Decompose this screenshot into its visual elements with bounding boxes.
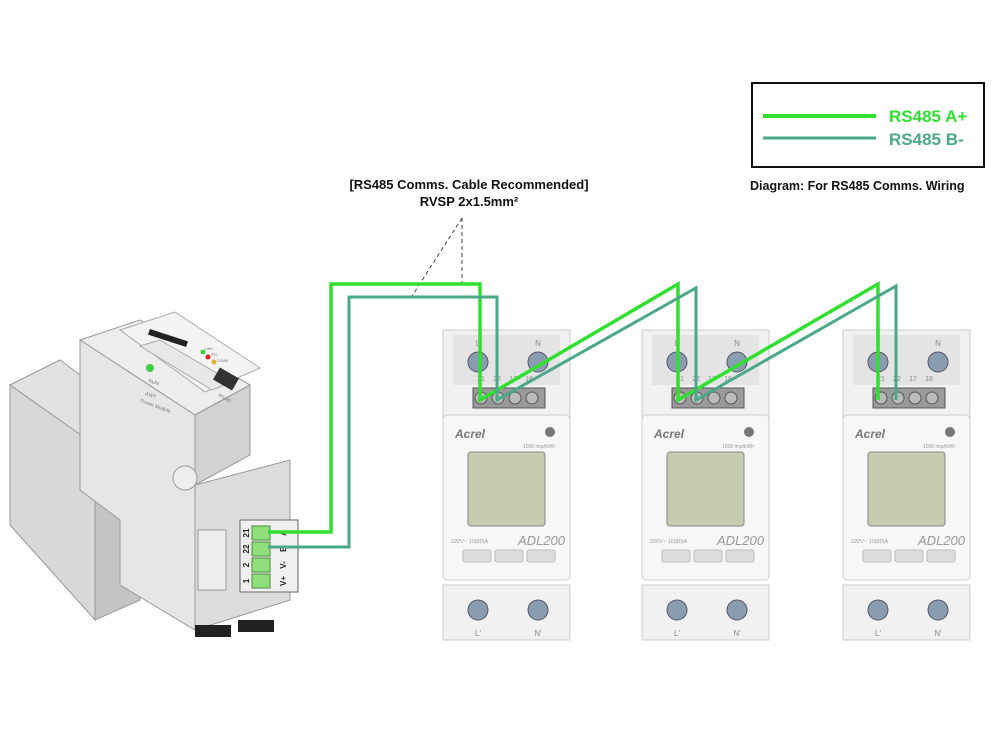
terminal-label: 21 [877,376,885,383]
terminal-label: 17 [909,376,917,383]
terminal-screw[interactable] [251,541,271,557]
legend-caption: Diagram: For RS485 Comms. Wiring [750,179,965,193]
terminal-label: 21 [676,376,684,383]
meter-button[interactable] [725,549,755,563]
lcd-display [666,451,745,527]
annotation-line2: RVSP 2x1.5mm² [420,194,519,209]
lcd-display [467,451,546,527]
wire-b-minus [268,283,898,549]
terminal-screw[interactable] [251,525,271,541]
cable-annotation: [RS485 Comms. Cable Recommended] RVSP 2x… [349,177,589,297]
terminal-label: 21 [242,528,251,537]
terminal-label: 1 [242,578,251,583]
meter-brand: Acrel [653,427,685,441]
terminal-label: N [535,339,541,348]
meter-brand: Acrel [454,427,486,441]
terminal-screw[interactable] [927,351,949,373]
ethernet-port[interactable] [212,367,240,391]
terminal-label: N' [534,629,542,638]
terminal-label: 22 [242,544,251,553]
terminal-label: L' [475,629,481,638]
terminal-screw[interactable] [467,599,489,621]
terminal-screw[interactable] [467,351,489,373]
led-rs1 [205,354,211,360]
run-led [146,364,154,372]
terminal-label: 18 [525,376,533,383]
legend-b-label: RS485 B- [889,130,964,149]
terminal-label: 2 [242,562,251,567]
terminal-screw[interactable] [927,599,949,621]
meter-impulse: 1000 imp/kWh [722,444,754,450]
led-label: RS1 [211,353,218,357]
meter-impulse: 1000 imp/kWh [523,444,555,450]
meter-impulse: 1000 imp/kWh [923,444,955,450]
led-link [200,349,206,355]
terminal-label: V+ [279,576,288,586]
legend-a-label: RS485 A+ [889,107,967,126]
meter-button[interactable] [894,549,924,563]
meter-model: ADL200 [517,533,566,548]
terminal-screw[interactable] [251,573,271,589]
terminal-label: N [935,339,941,348]
meter-button[interactable] [494,549,524,563]
led-label: LINK [205,347,213,351]
terminal-screw[interactable] [527,599,549,621]
wire-a-plus [268,280,880,534]
meter-button[interactable] [693,549,723,563]
meter-button[interactable] [926,549,956,563]
port-label: RS485 [218,393,233,404]
rs485-wires [268,280,898,549]
led-comm [211,359,217,365]
terminal-screw[interactable] [867,599,889,621]
meter-rating: 220V~ 10(80)A [851,539,888,545]
terminal-label: B [279,546,288,552]
terminal-label: 18 [724,376,732,383]
annotation-line1: [RS485 Comms. Cable Recommended] [349,177,588,192]
terminal-screw[interactable] [251,557,271,573]
meter-rating: 220V~ 10(80)A [650,539,687,545]
meter-rating: 220V~ 10(80)A [451,539,488,545]
terminal-label: N' [934,629,942,638]
terminal-screw[interactable] [666,599,688,621]
terminal-label: N' [733,629,741,638]
meter-button[interactable] [462,549,492,563]
terminal-label: 18 [925,376,933,383]
meter-button[interactable] [526,549,556,563]
terminal-label: V- [279,561,288,569]
legend: RS485 A+ RS485 B- Diagram: For RS485 Com… [750,82,985,193]
terminal-label: L' [875,629,881,638]
led-label: COMM [217,359,228,363]
meter-button[interactable] [661,549,691,563]
terminal-screw[interactable] [726,599,748,621]
meter-button[interactable] [862,549,892,563]
terminal-label: L' [674,629,680,638]
legend-box [751,82,985,168]
meter-model: ADL200 [716,533,765,548]
power-module: RUN AWT Power Module RS485 LINK RS1 COMM… [9,311,299,637]
meter-model: ADL200 [917,533,966,548]
meter-brand: Acrel [854,427,886,441]
run-label: RUN [147,378,160,387]
module-name-line1: AWT [144,391,156,400]
terminal-label: N [734,339,740,348]
lcd-display [867,451,946,527]
